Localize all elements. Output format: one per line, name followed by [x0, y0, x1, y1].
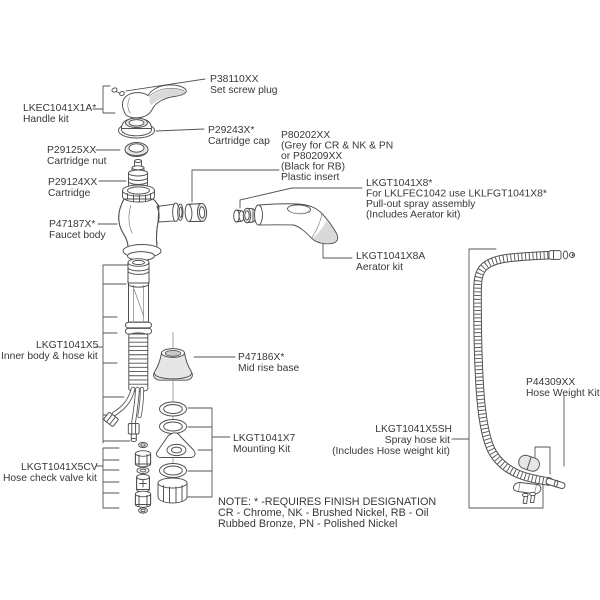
label-handle-kit-desc: Handle kit — [23, 114, 69, 125]
cartridge-cap-drawing — [118, 117, 155, 139]
hose-weight-drawing — [512, 454, 542, 505]
set-screw-drawing — [111, 87, 125, 96]
label-spray-hose-kit-line1: LKGT1041X5SH — [375, 424, 452, 435]
label-hose-weight-kit-desc: Hose Weight Kit — [526, 388, 600, 399]
mounting-kit-drawing — [155, 401, 196, 504]
label-plastic-insert-line4: (Black for RB) — [281, 162, 345, 173]
label-plastic-insert-line1: P80202XX — [281, 130, 330, 141]
label-cartridge-nut-part: P29125XX — [47, 145, 96, 156]
labels: P38110XX Set screw plug LKEC1041X1A* Han… — [1, 74, 600, 530]
mid-rise-base-drawing — [153, 332, 193, 478]
plastic-insert-drawing — [184, 202, 208, 223]
label-pullout-spray-line2: For LKLFEC1042 use LKLFGT1041X8* — [366, 189, 547, 200]
label-check-valve-kit-desc: Hose check valve kit — [3, 473, 97, 484]
note-line1: NOTE: * -REQUIRES FINISH DESIGNATION — [218, 496, 436, 508]
label-faucet-body-desc: Faucet body — [49, 230, 107, 241]
label-cartridge-cap-desc: Cartridge cap — [208, 136, 270, 147]
label-cartridge-nut-desc: Cartridge nut — [47, 156, 107, 167]
label-cartridge-cap-part: P29243X* — [208, 125, 254, 136]
label-aerator-kit-desc: Aerator kit — [356, 262, 403, 273]
label-pullout-spray-line4: (Includes Aerator kit) — [366, 210, 460, 221]
spray-hose-drawing — [473, 250, 576, 489]
label-mid-rise-base-part: P47186X* — [238, 352, 284, 363]
label-handle-kit-part: LKEC1041X1A* — [23, 103, 96, 114]
hose-check-valve-kit-drawing — [134, 441, 152, 514]
label-spray-hose-kit-line3: (Includes Hose weight kit) — [332, 446, 450, 457]
label-plastic-insert-line5: Plastic insert — [281, 172, 340, 183]
label-plastic-insert-line2: (Grey for CR & NK & PN — [281, 141, 393, 152]
label-set-screw-plug-part: P38110XX — [210, 74, 259, 85]
spray-head-drawing — [254, 203, 339, 245]
label-plastic-insert-line3: or P80209XX — [281, 151, 342, 162]
label-pullout-spray-line3: Pull-out spray assembly — [366, 199, 476, 210]
label-mounting-kit-desc: Mounting Kit — [233, 444, 290, 455]
note-line3: Rubbed Bronze, PN - Polished Nickel — [218, 518, 397, 530]
label-cartridge-desc: Cartridge — [48, 188, 91, 199]
label-faucet-body-part: P47187X* — [49, 219, 95, 230]
handle-drawing — [122, 84, 187, 119]
label-spray-hose-kit-line2: Spray hose kit — [385, 435, 450, 446]
faucet-body-drawing — [118, 184, 184, 261]
inner-body-drawing — [103, 258, 152, 443]
label-check-valve-kit-part: LKGT1041X5CV — [21, 462, 98, 473]
label-hose-weight-kit-part: P44309XX — [526, 377, 575, 388]
label-aerator-kit-part: LKGT1041X8A — [356, 251, 425, 262]
aerator-parts-drawing — [233, 207, 257, 224]
label-cartridge-part: P29124XX — [48, 177, 97, 188]
label-mid-rise-base-desc: Mid rise base — [238, 363, 300, 374]
cartridge-nut-drawing — [124, 142, 149, 157]
label-inner-body-part: LKGT1041X5 — [36, 340, 99, 351]
label-inner-body-desc: Inner body & hose kit — [1, 351, 98, 362]
label-pullout-spray-line1: LKGT1041X8* — [366, 178, 432, 189]
label-mounting-kit-part: LKGT1041X7 — [233, 433, 296, 444]
label-set-screw-plug-desc: Set screw plug — [210, 85, 278, 96]
note-line2: CR - Chrome, NK - Brushed Nickel, RB - O… — [218, 507, 429, 519]
